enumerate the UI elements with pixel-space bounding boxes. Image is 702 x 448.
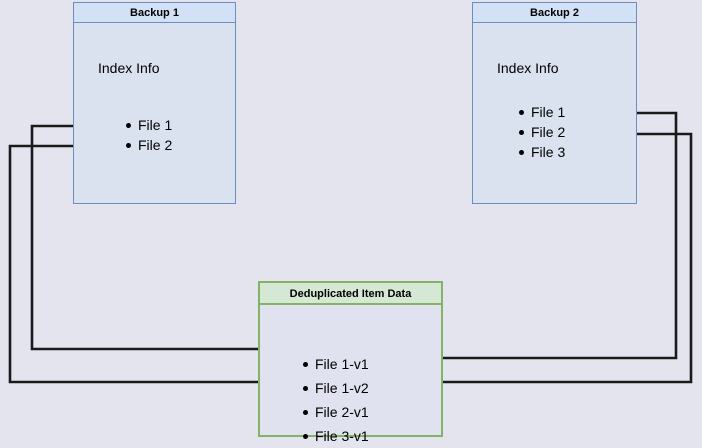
backup-2-box[interactable]: Backup 2 Index Info File 1 File 2 File 3 — [472, 2, 637, 204]
backup-1-body: Index Info File 1 File 2 — [74, 23, 235, 203]
deduplicated-item-data-title: Deduplicated Item Data — [260, 283, 441, 305]
backup-1-index-label: Index Info — [98, 60, 160, 76]
backup-2-file-list: File 1 File 2 File 3 — [517, 102, 565, 162]
list-item: File 2-v1 — [301, 400, 369, 424]
backup-1-box[interactable]: Backup 1 Index Info File 1 File 2 — [73, 2, 236, 204]
backup-1-file-list: File 1 File 2 — [124, 115, 172, 155]
list-item: File 1-v2 — [301, 376, 369, 400]
deduplicated-item-data-box[interactable]: Deduplicated Item Data File 1-v1 File 1-… — [258, 281, 443, 444]
list-item: File 3 — [517, 142, 565, 162]
list-item: File 1 — [517, 102, 565, 122]
deduplicated-item-data-body: File 1-v1 File 1-v2 File 2-v1 File 3-v1 — [260, 305, 441, 444]
list-item: File 2 — [124, 135, 172, 155]
deduplicated-item-list: File 1-v1 File 1-v2 File 2-v1 File 3-v1 — [301, 352, 369, 448]
list-item: File 1 — [124, 115, 172, 135]
backup-2-index-label: Index Info — [497, 60, 559, 76]
list-item: File 3-v1 — [301, 424, 369, 448]
backup-2-title: Backup 2 — [473, 3, 636, 23]
backup-2-body: Index Info File 1 File 2 File 3 — [473, 23, 636, 203]
backup-1-title: Backup 1 — [74, 3, 235, 23]
list-item: File 1-v1 — [301, 352, 369, 376]
list-item: File 2 — [517, 122, 565, 142]
